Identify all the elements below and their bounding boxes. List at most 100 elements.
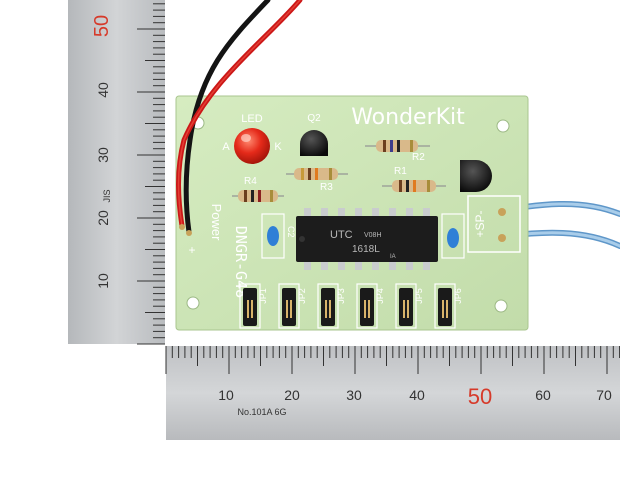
speaker-terminal-outline [467, 195, 521, 253]
ic-pin [406, 208, 413, 218]
jumper-row: JP1 JP2 JP3 JP4 JP5 JP6 [239, 283, 463, 329]
led-component: LED A K [222, 113, 282, 164]
vertical-ruler-label-10: 10 [95, 273, 111, 289]
power-label: Power [209, 204, 224, 242]
q2-label: Q2 [307, 113, 321, 124]
led-anode-label: A [222, 141, 230, 153]
jumper-jp6[interactable]: JP6 [434, 283, 463, 329]
horizontal-ruler: 10 20 30 40 50 60 70 No.101A 6G [165, 346, 620, 440]
r4-label: R4 [244, 176, 257, 187]
horizontal-ruler-label-10: 10 [218, 387, 234, 403]
ic-pin [372, 208, 379, 218]
r1-label: R1 [394, 166, 407, 177]
jumper-outline [239, 283, 261, 329]
jumper-label: JP6 [453, 288, 463, 304]
jumper-jp2[interactable]: JP2 [278, 283, 307, 329]
board-model-text: DNGR-G48 [232, 226, 250, 298]
jumper-pin [325, 300, 327, 318]
jumper-outline [434, 283, 456, 329]
c2-label: C2 [286, 226, 296, 238]
jumper-outline [356, 283, 378, 329]
jumper-pin [446, 300, 448, 318]
jumper-label: JP5 [414, 288, 424, 304]
ic-pin [423, 208, 430, 218]
vertical-ruler: 10 20 30 40 50 JIS [68, 0, 165, 345]
q2-body [300, 130, 328, 156]
vertical-ruler-label-50: 50 [91, 15, 113, 37]
c1-body [447, 228, 459, 248]
jumper-pin [247, 300, 249, 318]
ic-pin [389, 260, 396, 270]
mount-hole-bottom-left [186, 296, 200, 310]
resistor-r1: R1 [382, 166, 446, 192]
resistor-r4: R4 [232, 176, 284, 202]
horizontal-ruler-label-20: 20 [284, 387, 300, 403]
jumper-header [438, 288, 452, 326]
jumper-header [399, 288, 413, 326]
transistor-q1: Q1 [460, 160, 492, 192]
horizontal-ruler-label-40: 40 [409, 387, 425, 403]
vertical-ruler-label-40: 40 [95, 82, 111, 98]
ic-body [296, 216, 438, 262]
mount-hole-top-right [496, 119, 510, 133]
jumper-label: JP4 [375, 288, 385, 304]
ic-pin [389, 208, 396, 218]
jumper-header [321, 288, 335, 326]
pcb-board: WonderKit DNGR-G48 Power + +SP- LED A K … [175, 95, 529, 331]
ic-pin [423, 260, 430, 270]
ic-pin [304, 208, 311, 218]
q1-body [460, 160, 492, 192]
ic-pin [321, 260, 328, 270]
speaker-pad-plus [498, 208, 506, 216]
jumper-jp1[interactable]: JP1 [239, 283, 268, 329]
led-bulb [234, 128, 270, 164]
r2-label: R2 [412, 152, 425, 163]
ic-pins [304, 208, 430, 270]
speaker-label: +SP- [473, 210, 487, 237]
jumper-pin [368, 300, 370, 318]
jumper-outline [278, 283, 300, 329]
ic-marking-suffix: IA [390, 254, 396, 260]
ic-pin [372, 260, 379, 270]
ic-marking-brand: UTC [330, 229, 353, 241]
horizontal-ruler-model-text: No.101A 6G [237, 407, 286, 417]
jumper-header [243, 288, 257, 326]
brand-logo-text: WonderKit [351, 105, 465, 130]
horizontal-ruler-label-50: 50 [468, 384, 492, 409]
jumper-outline [317, 283, 339, 329]
resistor-r2: R2 [365, 140, 430, 163]
jumper-pin [442, 300, 444, 318]
horizontal-ruler-body [166, 346, 620, 440]
ic-pin [338, 208, 345, 218]
ic-pin [406, 260, 413, 270]
c2-body [267, 226, 279, 246]
jumper-pin [286, 300, 288, 318]
vertical-ruler-body [68, 0, 165, 344]
ic-pin [338, 260, 345, 270]
mount-hole-bottom-right [494, 299, 508, 313]
horizontal-ruler-ticks [165, 346, 620, 374]
transistor-q2: Q2 [300, 113, 328, 156]
jumper-label: JP3 [336, 288, 346, 304]
jumper-jp5[interactable]: JP5 [395, 283, 424, 329]
ic-pin [355, 208, 362, 218]
horizontal-ruler-label-30: 30 [346, 387, 362, 403]
jumper-jp4[interactable]: JP4 [356, 283, 385, 329]
jumper-label: JP2 [297, 288, 307, 304]
horizontal-ruler-label-60: 60 [535, 387, 551, 403]
ic-marking-code: V08H [364, 232, 382, 239]
resistor-r3: R3 [286, 168, 348, 193]
capacitor-c2: C2 [261, 213, 296, 259]
ic-marking-part: 1618L [352, 244, 380, 255]
jumper-label: JP1 [258, 288, 268, 304]
ic-pin [304, 260, 311, 270]
jumper-header [360, 288, 374, 326]
vertical-ruler-ticks [137, 3, 165, 345]
vertical-ruler-jis-mark: JIS [102, 189, 112, 202]
jumper-outline [395, 283, 417, 329]
jumper-jp3[interactable]: JP3 [317, 283, 346, 329]
power-wires [176, 0, 303, 236]
jumper-pin [407, 300, 409, 318]
